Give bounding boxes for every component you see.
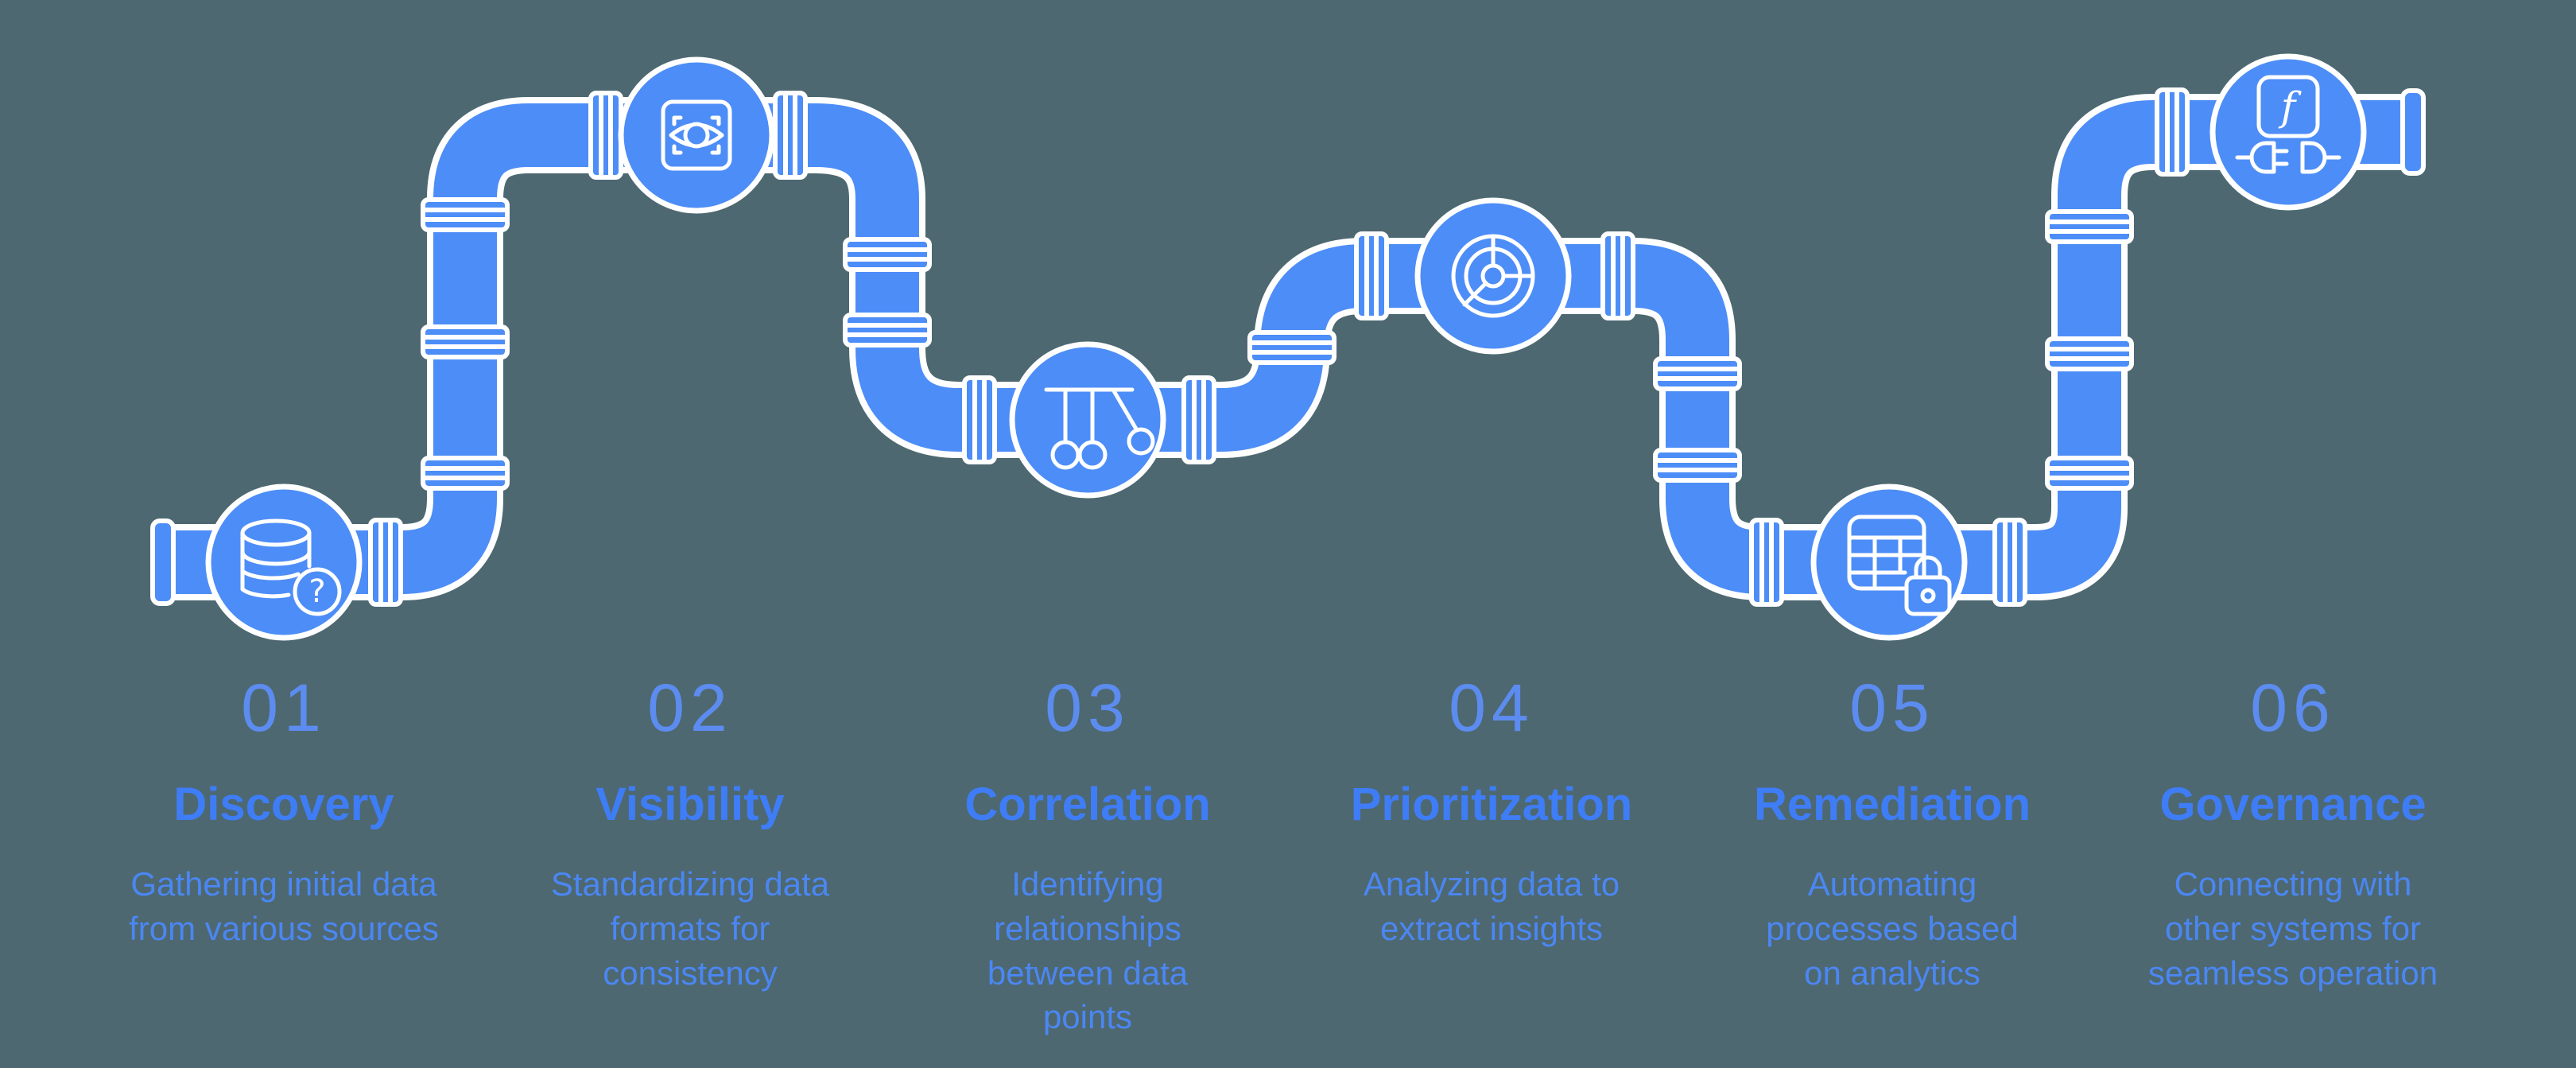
- stage-column-discovery: 01 Discovery Gathering initial data from…: [37, 674, 530, 951]
- pipe-coupling: [1992, 518, 2027, 607]
- pipe-coupling: [1247, 330, 1336, 365]
- svg-text:?: ?: [308, 573, 325, 610]
- pipe-coupling: [368, 518, 403, 607]
- stage-title: Discovery: [173, 779, 394, 830]
- pipe-end-flange: [2400, 88, 2426, 176]
- stage-number: 02: [647, 670, 733, 745]
- newtons-cradle-icon: [1044, 387, 1155, 470]
- table-lock-icon: [1847, 515, 1952, 616]
- stage-title: Remediation: [1753, 779, 2031, 830]
- pipe-coupling: [588, 91, 623, 180]
- pipe-coupling: [1653, 356, 1742, 391]
- stage-column-governance: 06 Governance Connecting with other syst…: [2046, 674, 2539, 995]
- stage-number: 05: [1849, 670, 1935, 745]
- stage-number: 04: [1449, 670, 1534, 745]
- database-question-icon: ?: [240, 518, 342, 616]
- stage-description: Standardizing data formats for consisten…: [550, 864, 830, 992]
- stage-description: Identifying relationships between data p…: [987, 864, 1189, 1036]
- pipe-coupling: [2045, 209, 2134, 244]
- stage-description: Connecting with other systems for seamle…: [2147, 864, 2438, 992]
- stage-title: Visibility: [596, 779, 785, 830]
- pipe-coupling: [1600, 231, 1635, 320]
- stage-node-correlation: [1009, 341, 1166, 499]
- pipe-coupling: [843, 237, 932, 272]
- stage-description: Analyzing data to extract insights: [1363, 864, 1620, 947]
- stage-description: Automating processes based on analytics: [1766, 864, 2019, 992]
- stage-nodes: [205, 53, 2367, 641]
- stage-title: Governance: [2159, 779, 2427, 830]
- pipe-coupling: [2155, 87, 2190, 177]
- stage-description: Gathering initial data from various sour…: [129, 864, 439, 947]
- pipe-coupling: [2045, 336, 2134, 371]
- segmented-wheel-icon: [1451, 234, 1535, 318]
- pipe-start-flange: [150, 518, 176, 606]
- stage-number: 03: [1045, 670, 1131, 745]
- pipe-couplings: [368, 87, 2190, 607]
- pipe-coupling: [962, 375, 997, 464]
- stage-number: 06: [2250, 670, 2336, 745]
- pipe-coupling: [1181, 375, 1216, 464]
- pipe-coupling: [1749, 518, 1784, 607]
- stage-column-remediation: 05 Remediation Automating processes base…: [1646, 674, 2139, 995]
- stage-number: 01: [241, 670, 327, 745]
- pipe-coupling: [843, 313, 932, 348]
- pipe-coupling: [773, 91, 808, 180]
- pipe-coupling: [421, 324, 510, 359]
- pipe-coupling: [1653, 448, 1742, 483]
- stage-column-correlation: 03 Correlation Identifying relationships…: [841, 674, 1334, 1039]
- pipe-coupling: [1354, 231, 1389, 320]
- stage-column-visibility: 02 Visibility Standardizing data formats…: [444, 674, 937, 995]
- stage-title: Prioritization: [1350, 779, 1633, 830]
- pipe-end-flanges: [150, 88, 2426, 606]
- eye-scan-icon: [661, 99, 732, 171]
- pipe-coupling: [2045, 456, 2134, 491]
- pipe-coupling: [421, 456, 510, 491]
- stage-title: Correlation: [964, 779, 1211, 830]
- pipe-coupling: [421, 197, 510, 232]
- stage-column-prioritization: 04 Prioritization Analyzing data to extr…: [1245, 674, 1738, 951]
- stage-node-governance: [2209, 53, 2367, 211]
